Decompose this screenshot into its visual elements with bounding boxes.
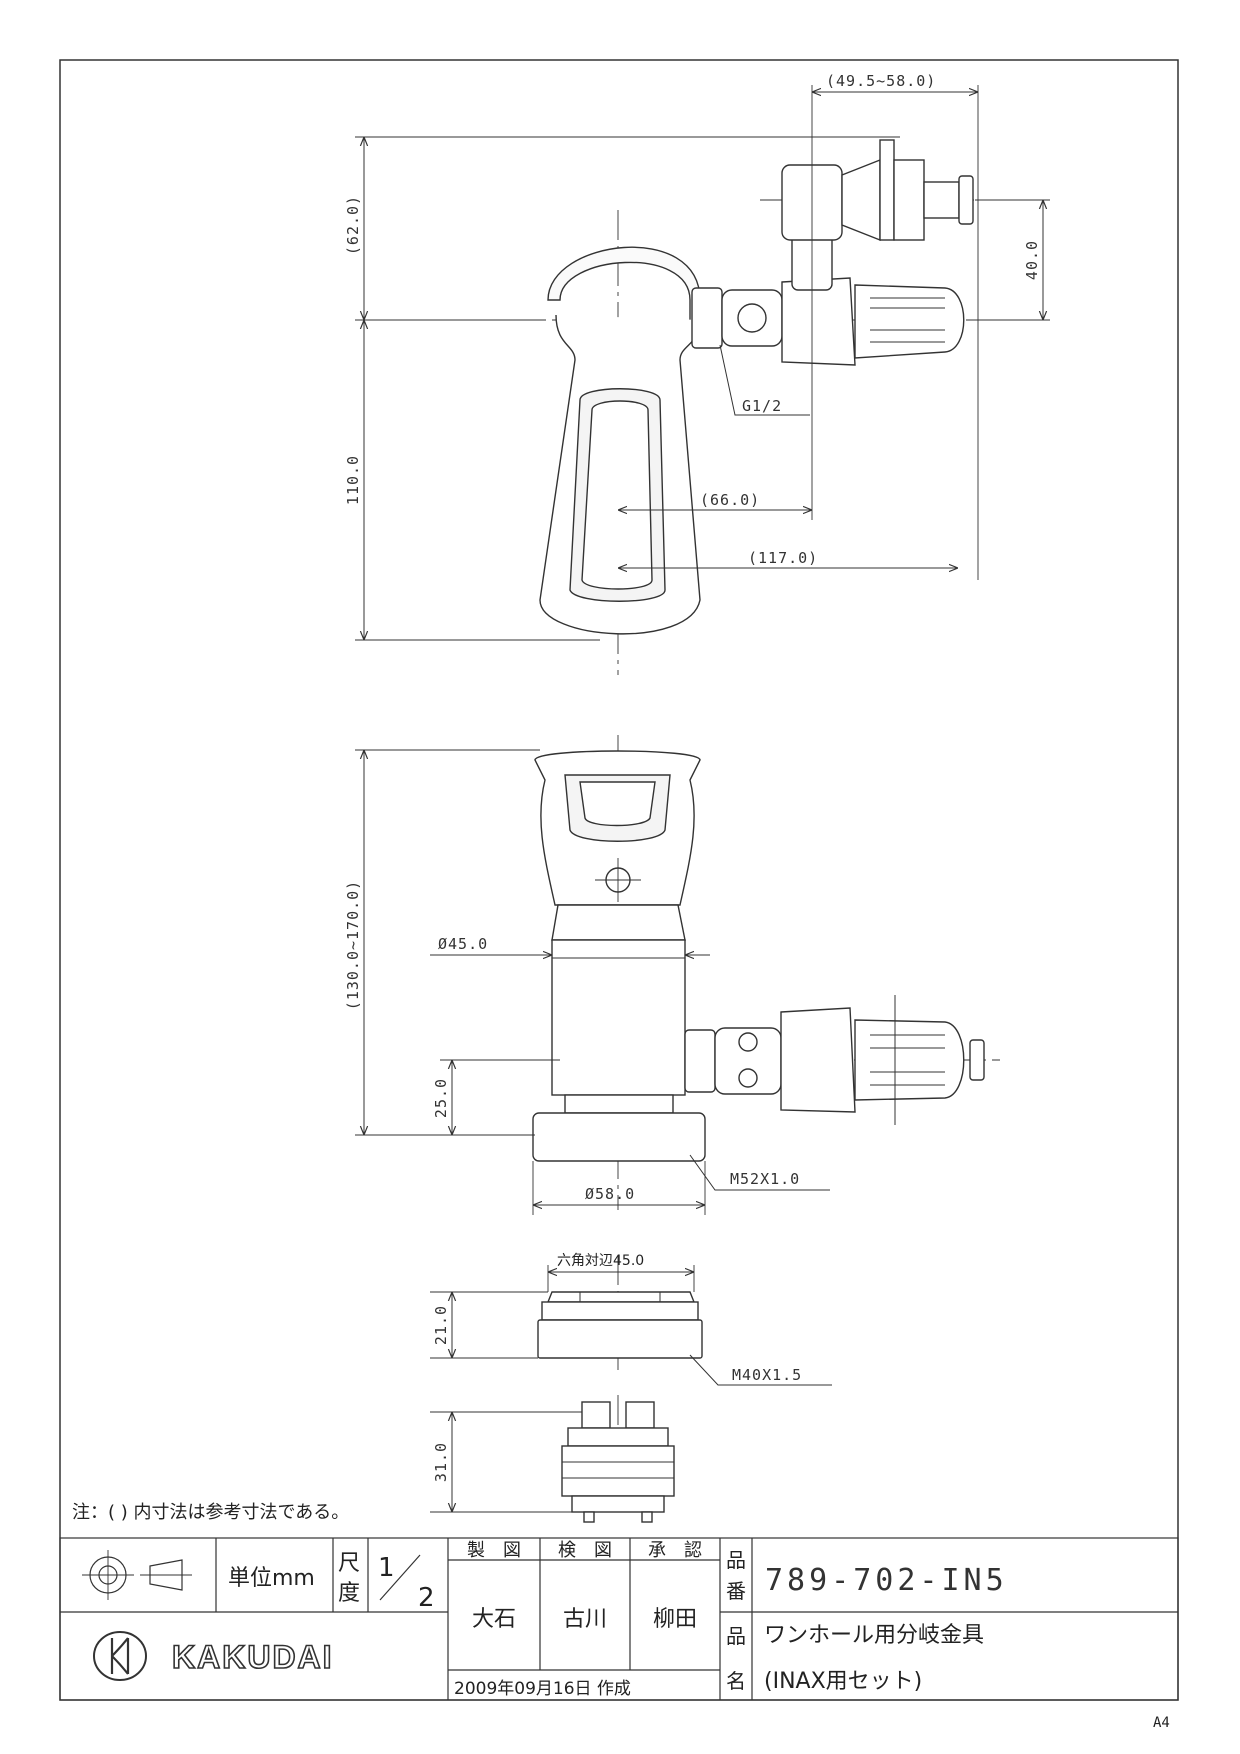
dim-66-label: (66.0)	[700, 491, 760, 509]
approved-by: 柳田	[653, 1607, 697, 1632]
dim-diameter-45-label: Ø45.0	[438, 935, 488, 953]
scale-denominator: 2	[418, 1583, 435, 1613]
dim-31-label: 31.0	[432, 1442, 450, 1482]
dim-range-label: (49.5~58.0)	[826, 72, 936, 90]
dim-117-label: (117.0)	[748, 549, 818, 567]
sheet-size: A4	[1153, 1715, 1170, 1731]
part-no-label-2: 番	[726, 1579, 746, 1603]
part-name-line-2: (INAX用セット)	[764, 1669, 922, 1694]
part-no-label-1: 品	[726, 1548, 746, 1572]
drawn-by: 大石	[472, 1607, 516, 1632]
dim-21-label: 21.0	[432, 1305, 450, 1345]
part-number: 789-702-IN5	[765, 1563, 1008, 1598]
creation-date: 2009年09月16日 作成	[454, 1679, 631, 1699]
dim-height-range-label: (130.0~170.0)	[344, 880, 362, 1010]
nut-view	[430, 1255, 832, 1386]
part-name-label-2: 名	[726, 1669, 746, 1693]
reference-dimension-note: 注：( ) 内寸法は参考寸法である。	[72, 1502, 350, 1523]
checked-label: 検 図	[558, 1540, 612, 1561]
dim-thread-m40-label: M40X1.5	[732, 1366, 802, 1384]
scale-label-1: 尺	[338, 1551, 360, 1576]
unit-label: 単位mm	[228, 1566, 315, 1591]
top-view	[355, 85, 1050, 675]
scale-label-2: 度	[338, 1581, 360, 1606]
brand-wordmark: KAKUDAI	[172, 1639, 334, 1675]
dim-thread-label: G1/2	[742, 397, 782, 415]
part-name-line-1: ワンホール用分岐金具	[764, 1623, 984, 1648]
scale-numerator: 1	[378, 1553, 395, 1583]
adapter-view	[430, 1395, 675, 1523]
front-view	[355, 735, 1000, 1215]
dim-diameter-58-label: Ø58.0	[585, 1185, 635, 1203]
dim-thread-m52-label: M52X1.0	[730, 1170, 800, 1188]
title-block	[59, 1537, 1179, 1701]
dim-25-label: 25.0	[432, 1078, 450, 1118]
checked-by: 古川	[563, 1607, 607, 1632]
part-name-label-1: 品	[726, 1624, 746, 1648]
dim-110-label: 110.0	[344, 455, 362, 505]
approved-label: 承 認	[648, 1540, 702, 1561]
dim-hex-label: 六角対辺45.0	[557, 1253, 644, 1269]
dim-62-label: (62.0)	[344, 195, 362, 255]
drawn-label: 製 図	[467, 1540, 521, 1561]
dim-40-label: 40.0	[1023, 240, 1041, 280]
